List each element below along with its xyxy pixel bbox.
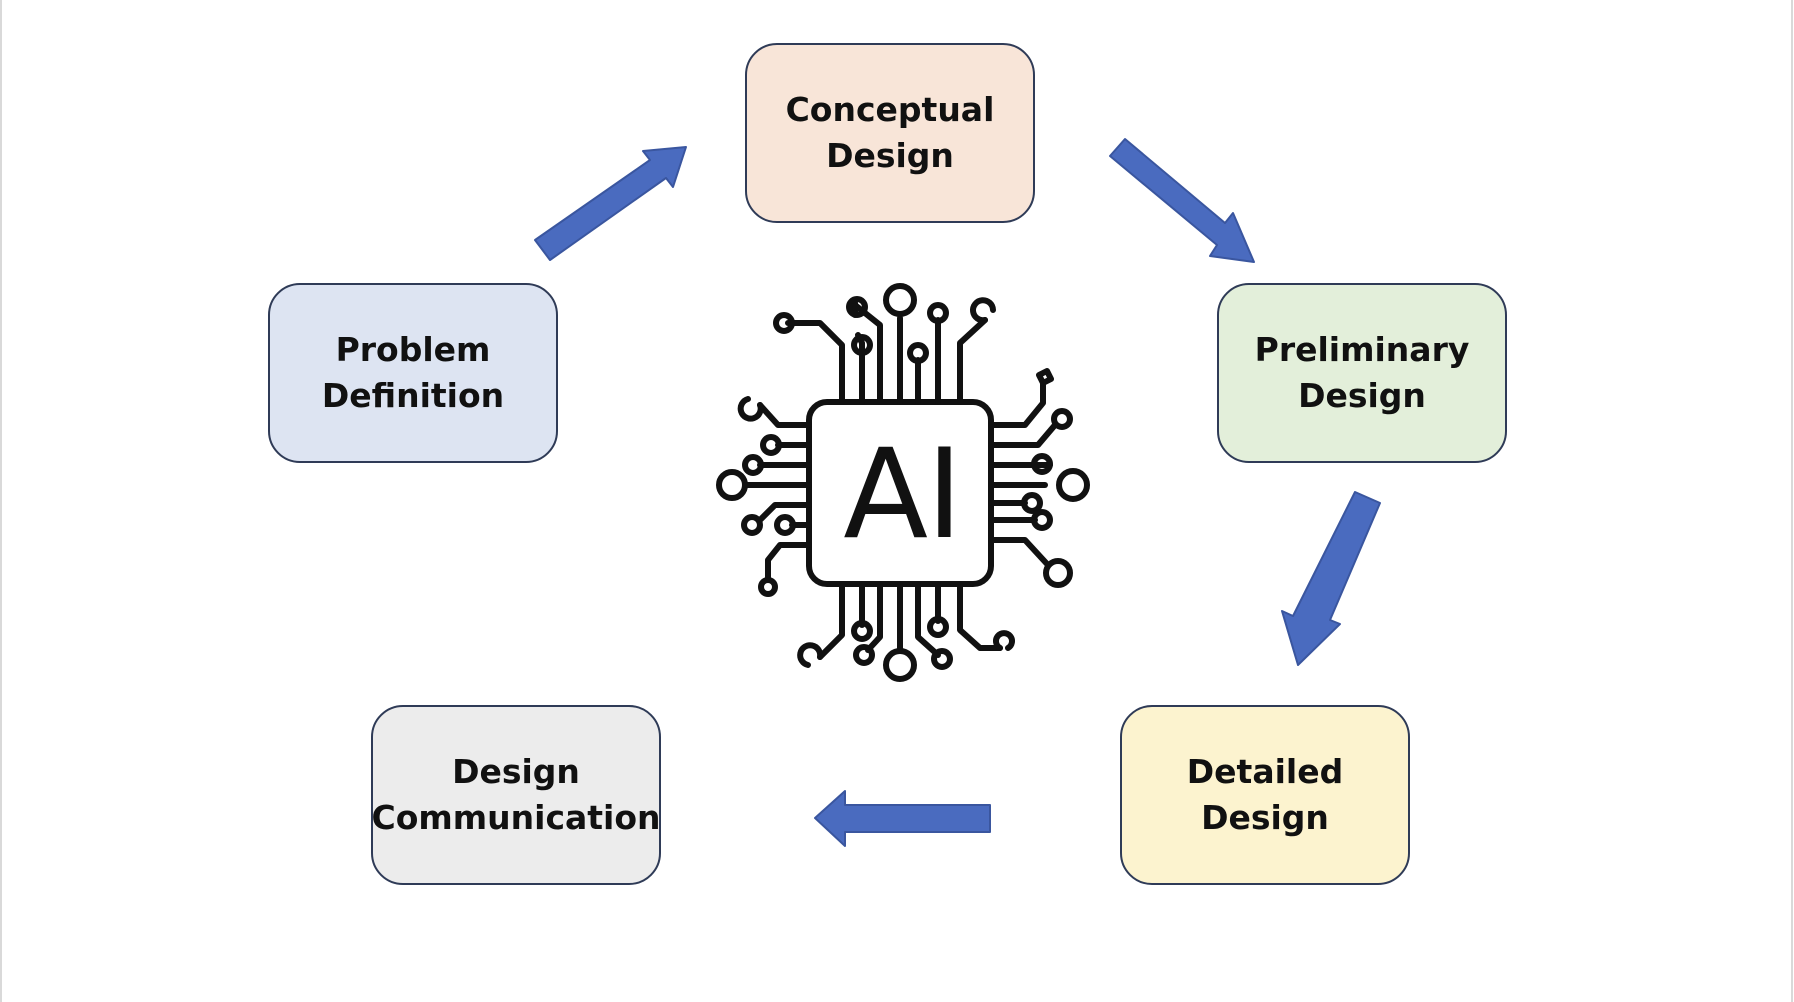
node-label-line: Conceptual xyxy=(785,90,995,129)
conceptual-design-node: Conceptual Design xyxy=(745,43,1035,223)
right-frame-border xyxy=(1791,0,1793,1002)
arrow-conceptual-to-preliminary xyxy=(1109,138,1255,263)
preliminary-design-label: Preliminary Design xyxy=(1255,327,1470,419)
node-label-line: Problem xyxy=(335,330,491,369)
arrow-problem-to-conceptual xyxy=(534,146,687,261)
ai-chip-label: AI xyxy=(843,423,962,567)
ai-circuit-chip-icon xyxy=(716,283,1090,682)
node-label-line: Design xyxy=(1298,376,1426,415)
design-communication-label: Design Communication xyxy=(371,749,660,841)
arrow-preliminary-to-detailed xyxy=(1281,491,1381,666)
node-label-line: Detailed xyxy=(1186,752,1344,791)
node-label-line: Preliminary xyxy=(1254,330,1470,369)
detailed-design-label: Detailed Design xyxy=(1187,749,1343,841)
design-communication-node: Design Communication xyxy=(371,705,661,885)
preliminary-design-node: Preliminary Design xyxy=(1217,283,1507,463)
node-label-line: Design xyxy=(452,752,580,791)
node-label-line: Design xyxy=(826,136,954,175)
arrow-detailed-to-communication xyxy=(814,790,991,847)
detailed-design-node: Detailed Design xyxy=(1120,705,1410,885)
problem-definition-node: Problem Definition xyxy=(268,283,558,463)
left-frame-border xyxy=(0,0,2,1002)
conceptual-design-label: Conceptual Design xyxy=(786,87,995,179)
node-label-line: Design xyxy=(1201,798,1329,837)
node-label-line: Definition xyxy=(321,376,505,415)
node-label-line: Communication xyxy=(371,798,661,837)
problem-definition-label: Problem Definition xyxy=(322,327,504,419)
